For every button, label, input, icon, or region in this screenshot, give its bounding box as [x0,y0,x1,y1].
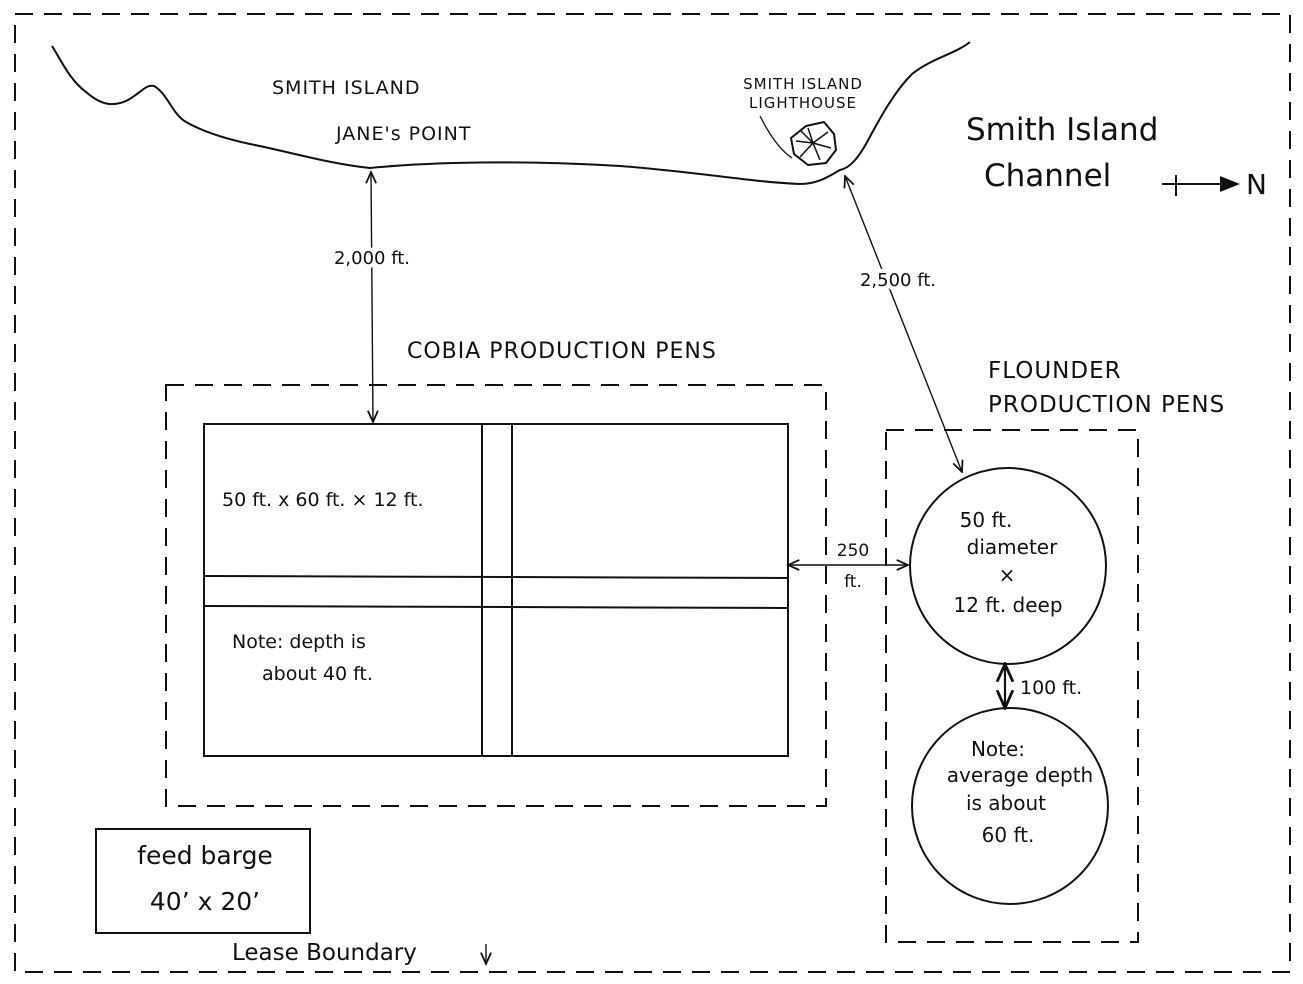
cobia-title: COBIA PRODUCTION PENS [407,339,717,364]
cobia-pens-boundary [165,384,827,807]
cobia-pen-size: 50 ft. x 60 ft. × 12 ft. [222,489,424,511]
feed-barge [95,828,311,934]
distance-point-to-cobia: 2,000 ft. [334,248,410,269]
flounder-pen2-note-4: 60 ft. [982,823,1035,847]
gap-distance-2: ft. [844,572,862,592]
flounder-title-2: PRODUCTION PENS [988,392,1225,418]
channel-label-1: Smith Island [966,112,1158,148]
flounder-pen2-note-1: Note: [971,737,1025,761]
arrow-lighthouse-to-flounder [845,176,962,472]
flounder-pen2-note-2: average depth [947,763,1093,787]
island-name: SMITH ISLAND [272,77,421,99]
cobia-note-1: Note: depth is [232,631,366,653]
cobia-pen-grid [203,423,789,757]
lighthouse-label-2: LIGHTHOUSE [749,94,857,112]
flounder-pen1-label-2: diameter [967,535,1058,559]
channel-label-2: Channel [984,158,1111,194]
lease-boundary [14,13,1291,973]
shoreline [51,41,971,186]
point-name: JANE's POINT [335,123,471,145]
lighthouse-leader-line [759,115,793,159]
gap-distance-1: 250 [837,541,869,561]
flounder-pen2-note-3: is about [966,791,1046,815]
lighthouse-label-1: SMITH ISLAND [743,75,863,93]
north-label: N [1246,168,1267,201]
flounder-pen1-label-1: 50 ft. [960,508,1013,532]
flounder-pen1-label-3: × [999,563,1016,587]
feed-barge-label: feed barge [137,841,273,870]
cobia-note-2: about 40 ft. [262,663,373,685]
flounder-pen1-label-4: 12 ft. deep [953,593,1062,617]
flounder-title-1: FLOUNDER [988,358,1122,384]
feed-barge-size: 40’ x 20’ [150,887,260,916]
arrow-point-to-cobia [371,172,373,422]
north-arrow-icon [1162,175,1240,196]
lease-boundary-label: Lease Boundary [232,940,417,966]
flounder-spacing: 100 ft. [1020,677,1082,699]
lighthouse-icon [789,120,838,167]
distance-lighthouse-to-flounder: 2,500 ft. [860,270,936,291]
flounder-pens-boundary [885,429,1139,943]
